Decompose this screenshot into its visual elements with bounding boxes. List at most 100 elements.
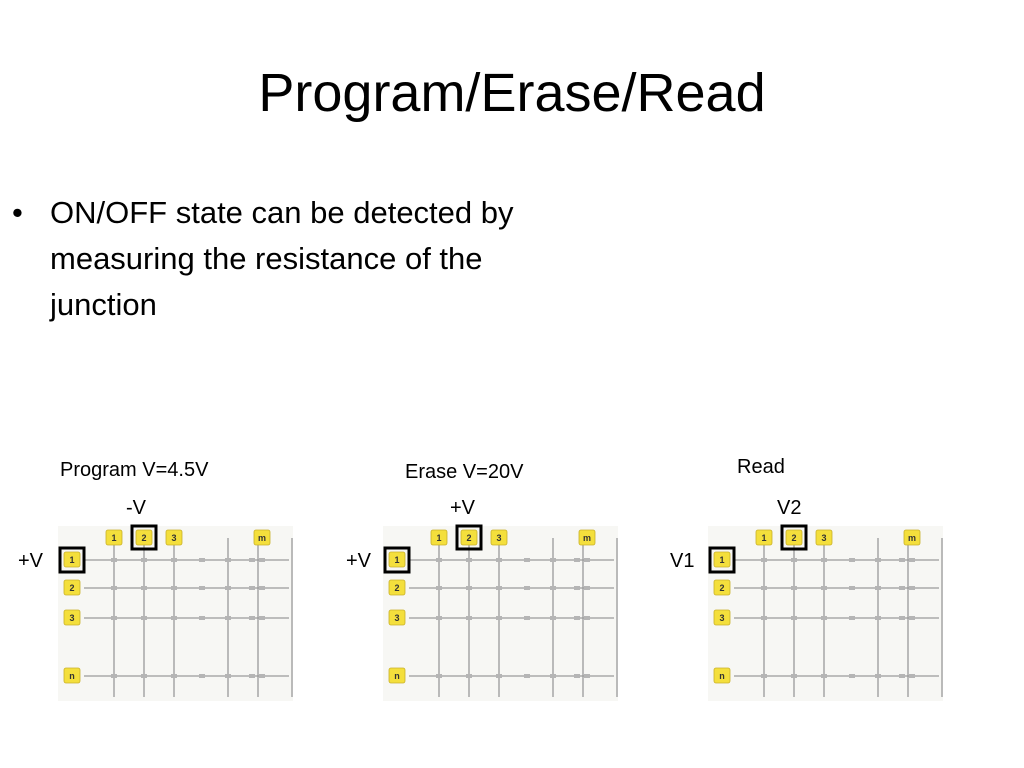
junction (899, 616, 905, 620)
junction (550, 558, 556, 562)
column-tag-1: 1 (755, 529, 773, 546)
row-tag-1: 1 (388, 551, 406, 568)
svg-text:3: 3 (171, 533, 176, 543)
junction (171, 674, 177, 678)
junction (909, 558, 915, 562)
junction (249, 674, 255, 678)
row-tag-1: 1 (713, 551, 731, 568)
junction (524, 558, 530, 562)
svg-text:3: 3 (69, 613, 74, 623)
junction (141, 674, 147, 678)
row-tag-3: 3 (63, 609, 81, 626)
row-tag-3: 3 (713, 609, 731, 626)
svg-text:n: n (394, 671, 400, 681)
junction (496, 586, 502, 590)
column-tag-2: 2 (460, 529, 478, 546)
junction (821, 558, 827, 562)
junction (171, 616, 177, 620)
row-tag-3: 3 (388, 609, 406, 626)
junction (909, 674, 915, 678)
junction (761, 558, 767, 562)
row-tag-n: n (713, 667, 731, 684)
selected-row-highlight (708, 546, 736, 574)
column-tag-3: 3 (815, 529, 833, 546)
junction (899, 558, 905, 562)
junction (849, 674, 855, 678)
svg-text:3: 3 (719, 613, 724, 623)
program-column-voltage: -V (126, 497, 146, 519)
junction (821, 674, 827, 678)
junction (111, 586, 117, 590)
svg-text:m: m (258, 533, 266, 543)
svg-text:2: 2 (719, 583, 724, 593)
junction (225, 616, 231, 620)
selected-column-highlight (455, 524, 483, 551)
junction (909, 586, 915, 590)
row-tag-2: 2 (63, 579, 81, 596)
svg-text:1: 1 (436, 533, 441, 543)
junction (791, 674, 797, 678)
junction (141, 586, 147, 590)
column-tag-m: m (903, 529, 921, 546)
read-caption: Read (737, 456, 785, 478)
junction (550, 586, 556, 590)
svg-text:n: n (719, 671, 725, 681)
junction (436, 586, 442, 590)
junction (466, 616, 472, 620)
junction (496, 558, 502, 562)
selected-row-highlight (383, 546, 411, 574)
junction (574, 586, 580, 590)
selected-row-highlight (58, 546, 86, 574)
junction (249, 558, 255, 562)
junction (496, 674, 502, 678)
bullet-text: ON/OFF state can be detected by measurin… (50, 195, 514, 322)
svg-text:2: 2 (69, 583, 74, 593)
junction (199, 586, 205, 590)
junction (141, 558, 147, 562)
svg-text:3: 3 (394, 613, 399, 623)
junction (875, 586, 881, 590)
read-column-voltage: V2 (777, 497, 802, 519)
junction (259, 674, 265, 678)
column-tag-1: 1 (430, 529, 448, 546)
junction (909, 616, 915, 620)
junction (791, 586, 797, 590)
column-tag-2: 2 (135, 529, 153, 546)
svg-text:1: 1 (719, 555, 724, 565)
junction (875, 674, 881, 678)
program-row-voltage: +V (18, 550, 44, 572)
column-tag-m: m (253, 529, 271, 546)
row-tag-2: 2 (713, 579, 731, 596)
svg-text:3: 3 (821, 533, 826, 543)
junction (791, 558, 797, 562)
column-tag-m: m (578, 529, 596, 546)
read-row-voltage: V1 (670, 550, 695, 572)
junction (141, 616, 147, 620)
bullet-item: • ON/OFF state can be detected by measur… (12, 190, 572, 328)
erase-column-voltage: +V (450, 497, 476, 519)
junction (584, 558, 590, 562)
junction (466, 586, 472, 590)
junction (791, 616, 797, 620)
svg-text:m: m (908, 533, 916, 543)
grid-background (708, 526, 943, 701)
junction (436, 674, 442, 678)
junction (875, 558, 881, 562)
junction (584, 586, 590, 590)
junction (225, 674, 231, 678)
svg-text:2: 2 (466, 533, 471, 543)
junction (584, 674, 590, 678)
column-tag-2: 2 (785, 529, 803, 546)
svg-text:m: m (583, 533, 591, 543)
junction (259, 616, 265, 620)
junction (550, 616, 556, 620)
grid-background (58, 526, 293, 701)
svg-text:2: 2 (141, 533, 146, 543)
junction (875, 616, 881, 620)
junction (249, 616, 255, 620)
junction (199, 558, 205, 562)
erase-caption: Erase V=20V (405, 461, 524, 483)
